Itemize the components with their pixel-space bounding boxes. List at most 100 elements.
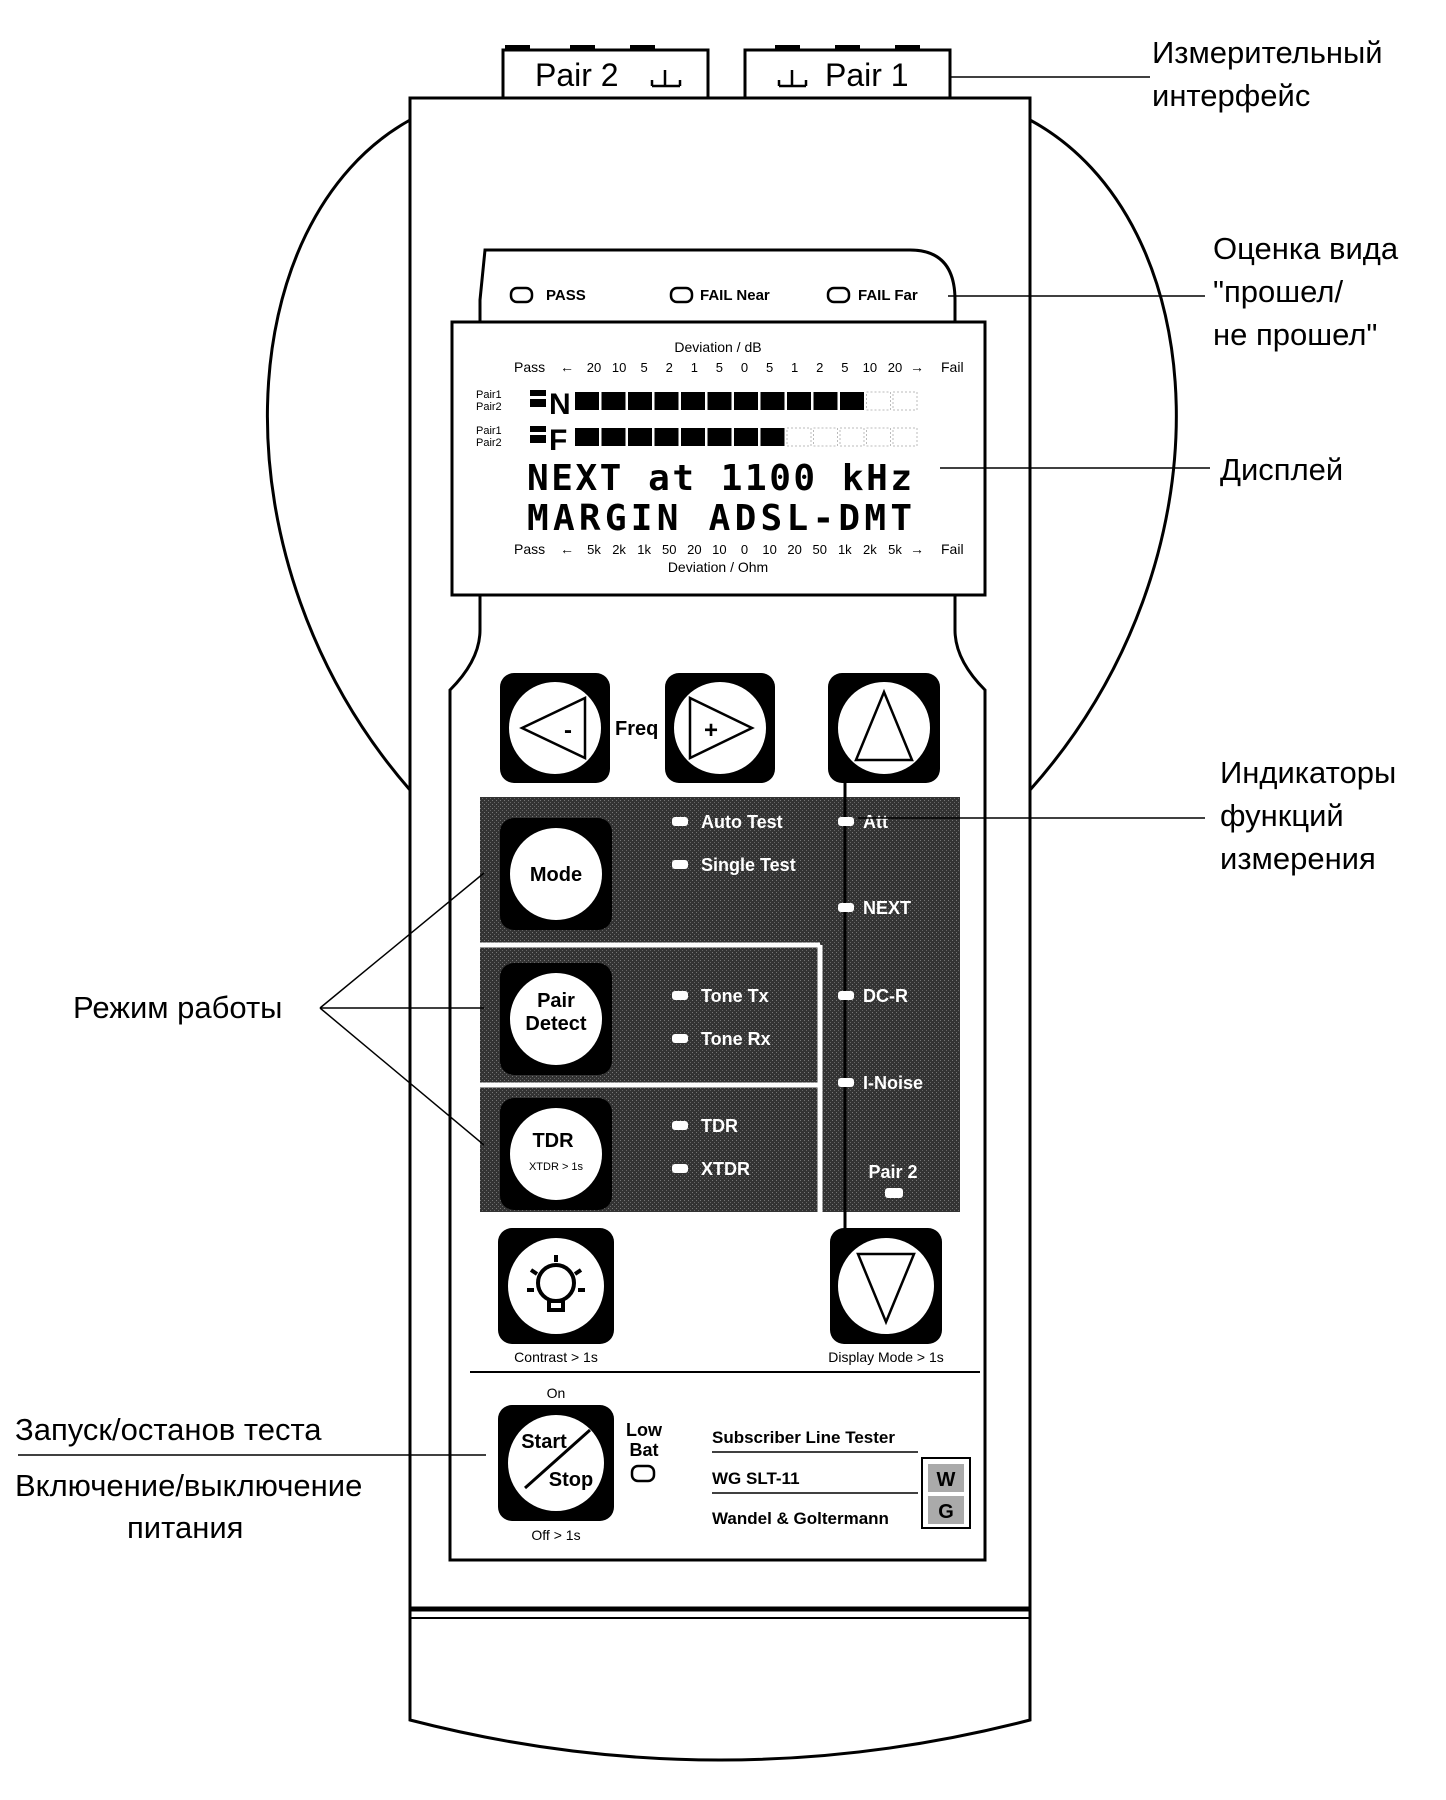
pair-detect-button[interactable]: Pair Detect [500,963,612,1075]
callout-pass-fail-2: "прошел/ [1213,274,1343,309]
lcd-row2-bar-segment [681,428,705,446]
lcd-top-scale-tick: 5 [841,360,848,375]
lcd-row1-bar-segment [840,392,864,410]
lcd-row2-bar-segment [601,428,626,446]
lcd-bottom-scale-tick: 1k [838,542,852,557]
triangle-right-icon [688,696,755,760]
down-button[interactable] [830,1228,942,1344]
indicator-tone-rx-label: Tone Rx [701,1029,771,1049]
lcd-row1-bar-segment [681,392,705,410]
freq-minus-button[interactable]: - [500,673,610,783]
lcd-row2-pair1: Pair1 [476,425,502,437]
lcd-row2-bar-segment [892,427,918,447]
callout-pass-fail-3: не прошел" [1213,317,1377,352]
connector-pair2-label: Pair 2 [535,57,619,93]
indicator-xtdr: XTDR [672,1159,750,1179]
svg-text:W: W [937,1469,956,1491]
lcd-top-scale-tick: 20 [587,360,601,375]
lcd-bottom-scale-tick: 50 [813,542,827,557]
up-button[interactable] [828,673,940,783]
lcd-row2-bar-segment [760,428,785,446]
lcd-bottom-scale-tick: 1k [637,542,651,557]
mode-button[interactable]: Mode [500,818,612,930]
callout-measure-interface-2: интерфейс [1152,78,1310,113]
callout-pass-fail-1: Оценка вида [1213,231,1399,266]
freq-plus-button[interactable]: + [665,673,775,783]
plus-label: + [704,717,718,744]
callout-indicators-2: функций [1220,798,1344,833]
on-label: On [547,1385,566,1401]
contrast-label: Contrast > 1s [514,1349,598,1365]
callout-mode-work: Режим работы [73,990,282,1025]
ground-icon [650,70,682,88]
led-fail-far: FAIL Far [826,286,918,304]
lcd-row2-bar-segment [575,428,599,446]
mode-label: Mode [530,864,582,886]
arrow-right-icon: → [910,541,924,557]
lcd-bottom-title: Deviation / Ohm [668,559,768,575]
tdr-button[interactable]: TDR XTDR > 1s [500,1098,612,1210]
lcd-row1-bar-segment [813,392,838,410]
indicator-tdr: TDR [672,1116,738,1136]
callout-indicators-3: измерения [1220,841,1376,876]
callout-power-1: Включение/выключение [15,1468,362,1503]
device-left-ear [266,118,412,791]
connector-pair1-label: Pair 1 [825,57,909,93]
lcd-row2-bars [575,427,918,447]
stop-label: Stop [549,1469,593,1491]
lcd-row1-bar-segment [892,391,918,411]
led-fail-near: FAIL Near [669,286,770,304]
indicator-pair2: Pair 2 [868,1162,918,1198]
indicator-inoise-label: I-Noise [863,1073,923,1093]
indicator-pair2-label: Pair 2 [868,1162,917,1182]
brand-model: WG SLT-11 [712,1469,800,1488]
connector-pair1: Pair 1 [743,45,952,102]
svg-text:G: G [938,1501,954,1523]
tdr-label: TDR [532,1130,574,1152]
lcd-top-pass: Pass [514,359,545,375]
lcd-bottom-scale-tick: 20 [687,542,701,557]
lcd-row2-bar-segment [866,427,891,447]
lcd-row2-pair2: Pair2 [476,437,502,449]
lcd-row2-letter: F [549,424,567,457]
lcd-row2-bar-segment [786,427,812,447]
lcd-row1-pair2: Pair2 [476,401,502,413]
lcd-row1-letter: N [549,388,571,421]
indicator-att: Att [838,812,888,832]
contrast-button[interactable] [498,1228,614,1344]
tdr-sub-label: XTDR > 1s [529,1161,584,1173]
lcd-row2-bar-segment [839,427,865,447]
lcd-row1-bar-segment [760,392,785,410]
indicator-dcr: DC-R [838,986,908,1006]
lcd-row1-bar-segment [787,392,811,410]
indicator-tdr-label: TDR [701,1116,738,1136]
indicator-tone-tx: Tone Tx [672,986,769,1006]
indicator-single-test-label: Single Test [701,855,796,875]
lcd-row2-bar-segment [813,427,838,447]
indicator-inoise: I-Noise [838,1073,923,1093]
minus-label: - [564,717,572,744]
connector-pair2: Pair 2 [501,45,710,102]
triangle-down-icon [856,1252,916,1326]
start-stop-button[interactable]: Start Stop [498,1405,614,1521]
lcd-bottom-scale-tick: 50 [662,542,676,557]
lcd-bottom-scale-tick: 2k [612,542,626,557]
lcd-bottom-scale-tick: 2k [863,542,877,557]
callout-display: Дисплей [1220,452,1343,487]
lcd-top-fail: Fail [941,359,964,375]
lcd-top-scale-tick: 10 [863,360,877,375]
led-pass-label: PASS [546,287,586,304]
lcd-row1-bars [575,391,918,411]
lcd-row1-bar-segment [575,392,599,410]
lcd-bottom-scale-tick: 10 [762,542,776,557]
start-label: Start [521,1431,567,1453]
lcd-bottom-scale-tick: 5k [888,542,902,557]
display-mode-label: Display Mode > 1s [828,1349,944,1365]
lcd-top-scale-tick: 2 [816,360,823,375]
indicator-single-test: Single Test [672,855,796,875]
device-bottom-cap [408,1608,1032,1762]
lcd-bottom-scale-tick: 20 [787,542,801,557]
